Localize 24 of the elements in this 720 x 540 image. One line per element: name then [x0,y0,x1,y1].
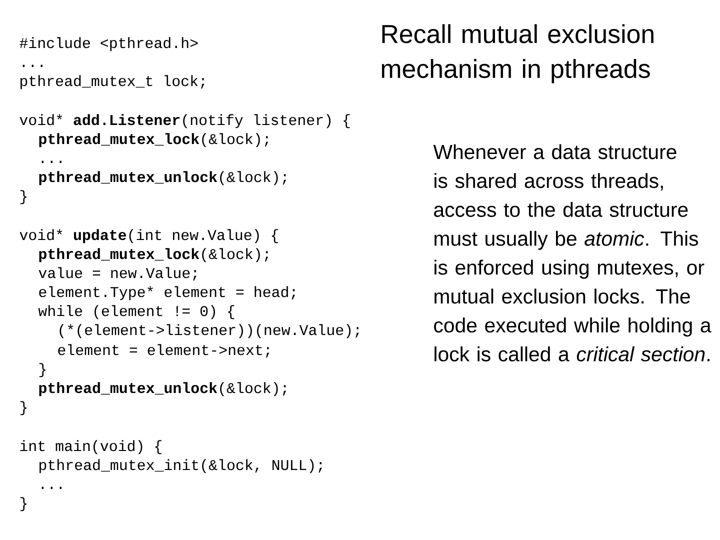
code-line: ... [22,64,42,67]
code-line: } [20,401,26,416]
code-line: } [39,363,46,378]
code-line: pthread_mutex_t lock; [20,75,204,90]
title: Recall mutual exclusion mechanism in pthreads [382,24,654,84]
code-line: } [20,190,26,204]
code-line: value = new.Value; [38,267,196,281]
code-line: element = element->next; [58,344,270,358]
body-text: Whenever a data structure is shared across threads, access to the data structure must usually be atomic. This is enforced using mutexes, or mutual exclusion locks. The code executed while holding a lock is called a critical section. [433,144,712,362]
code-line: #include <pthread.h> [20,37,198,52]
code-line: (*(element->listener))(new.Value); [60,324,359,338]
code-line: pthread_mutex_unlock(&lock); [39,171,286,186]
code-line: pthread_mutex_lock(&lock); [39,248,268,262]
code-line: pthread_mutex_init(&lock, NULL); [40,459,322,474]
code-line: void* update(int new.Value) { [20,229,278,244]
code-line: ... [42,486,62,489]
code-line: void* add.Listener(notify listener) { [20,114,350,128]
code-line: } [20,497,26,512]
code-line: int main(void) { [20,440,162,454]
code-line: pthread_mutex_lock(&lock); [39,133,268,148]
code-line: ... [42,160,62,163]
code-line: while (element != 0) { [38,305,234,320]
code-line: element.Type* element = head; [39,286,295,300]
code-line: pthread_mutex_unlock(&lock); [39,382,286,396]
